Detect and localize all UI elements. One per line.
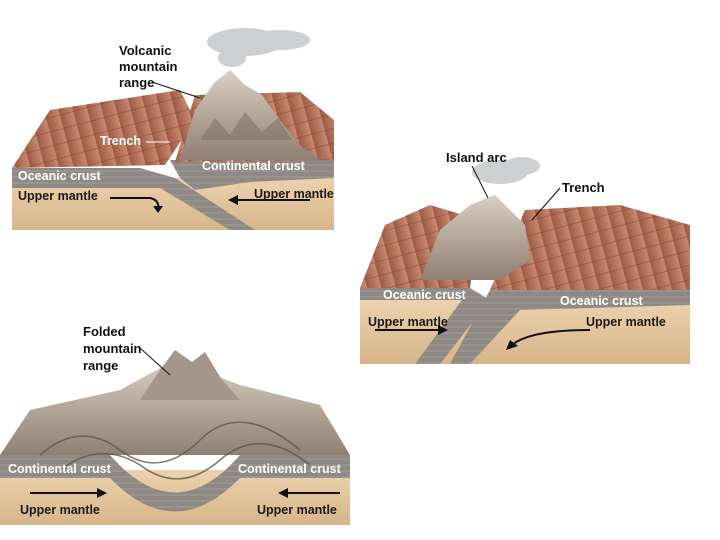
mountain-shading (200, 112, 292, 140)
upper-mantle-label-1a: Upper mantle (18, 189, 98, 203)
oceanic-crust-label-1: Oceanic crust (18, 169, 102, 183)
upper-mantle-label-3b: Upper mantle (257, 503, 337, 517)
right-ocean-floor-2 (490, 205, 690, 290)
folded-label-line1: Folded (83, 324, 126, 339)
oceanic-crust-label-2a: Oceanic crust (383, 288, 467, 302)
trench-label-2: Trench (562, 180, 605, 195)
trench-leader-2 (531, 187, 561, 221)
diagram-ocean-continent: Volcanic mountain range Trench Oceanic c… (12, 28, 334, 230)
volcanic-label-line2: mountain (119, 59, 178, 74)
island-arc-label: Island arc (446, 150, 507, 165)
upper-mantle-block-2 (360, 300, 690, 364)
oceanic-crust-slab (12, 168, 255, 230)
upper-mantle-label-1b: Upper mantle (254, 187, 334, 201)
subducting-plate-2 (450, 290, 690, 364)
continental-crust-label-3b: Continental crust (238, 462, 342, 476)
ocean-floor-surface (12, 90, 195, 168)
volcanic-leader-line (151, 81, 201, 99)
island-arc-mountains (420, 195, 530, 280)
oceanic-crust-label-2b: Oceanic crust (560, 294, 644, 308)
fold-layers (39, 421, 311, 480)
oceanic-crust-slab-2 (360, 288, 490, 364)
island-arc-leader (471, 165, 489, 199)
plate-motion-arrow-2b (511, 329, 591, 346)
continental-crust-root (0, 455, 350, 512)
volcano-smoke-plume (207, 28, 310, 67)
folded-label-line2: mountain (83, 341, 142, 356)
folded-label-line3: range (83, 358, 118, 373)
island-arc-smoke (472, 157, 540, 184)
upper-mantle-label-3a: Upper mantle (20, 503, 100, 517)
trench-label-1: Trench (100, 134, 141, 148)
volcanic-label-line1: Volcanic (119, 43, 172, 58)
continental-crust-layer (170, 160, 334, 190)
continental-crust-label-3a: Continental crust (8, 462, 112, 476)
volcanic-label-line3: range (119, 75, 154, 90)
diagram-ocean-ocean: Island arc Trench Oceanic crust Oceanic … (360, 150, 690, 364)
upper-mantle-label-2b: Upper mantle (586, 315, 666, 329)
diagram-continent-continent: Folded mountain range Continental crust … (0, 324, 350, 525)
folded-leader-line (139, 347, 171, 376)
folded-peaks (140, 350, 240, 400)
continental-crust-label-1: Continental crust (202, 159, 306, 173)
upper-mantle-label-2a: Upper mantle (368, 315, 448, 329)
folded-mountains (0, 360, 350, 455)
